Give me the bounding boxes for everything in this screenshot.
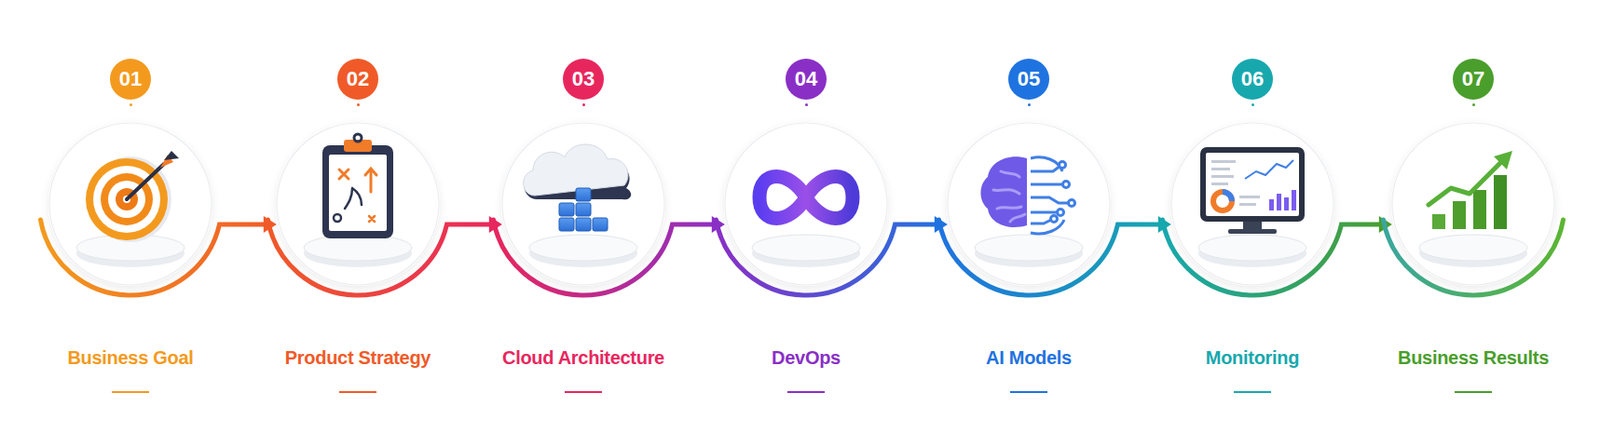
- underline: [787, 391, 825, 394]
- step-node: 05AI Models: [946, 122, 1111, 287]
- step-label: AI Models: [985, 347, 1072, 370]
- ring-outline: [501, 122, 666, 287]
- arc: [1383, 219, 1564, 296]
- step-number: 03: [562, 58, 604, 100]
- connector-dot: [582, 103, 586, 107]
- step-label: Business Results: [1397, 347, 1549, 370]
- connector-dot: [356, 103, 360, 107]
- step-number: 07: [1452, 58, 1494, 100]
- pedestal: [76, 234, 1528, 268]
- step-node: 03Cloud Architecture: [501, 122, 666, 287]
- step-node: 01Business Goal: [48, 122, 213, 287]
- underline: [1454, 391, 1492, 394]
- underline: [564, 391, 602, 394]
- step-label: Monitoring: [1205, 347, 1300, 370]
- connector-dot: [805, 103, 808, 107]
- step-label: DevOps: [771, 347, 841, 370]
- ring-outline: [946, 122, 1111, 287]
- step-node: 04DevOps: [724, 122, 889, 287]
- step-node: 06Monitoring: [1170, 122, 1335, 287]
- underline: [339, 391, 377, 394]
- step-number: 05: [1008, 58, 1050, 100]
- ring-outline: [1391, 122, 1556, 287]
- ring-outline: [1170, 122, 1335, 287]
- step-number: 02: [337, 58, 379, 100]
- target-icon: [85, 150, 179, 243]
- ring-outline: [724, 122, 889, 287]
- infinity-icon: [759, 177, 853, 219]
- step-label: Cloud Architecture: [502, 347, 665, 370]
- step-label: Business Goal: [67, 347, 193, 370]
- brain-icon: [981, 156, 1076, 234]
- step-number: 06: [1231, 58, 1273, 100]
- underline: [1010, 391, 1048, 394]
- step-label: Product Strategy: [285, 347, 431, 370]
- step-number: 04: [785, 58, 827, 100]
- disc: [48, 122, 1556, 287]
- ring-outline: [48, 122, 213, 287]
- connector-dot: [1472, 103, 1476, 107]
- connector-dot: [1027, 103, 1031, 107]
- growth-chart-icon: [1428, 150, 1513, 230]
- underline: [1233, 391, 1272, 394]
- connector-dot: [1251, 103, 1255, 107]
- clipboard-icon: [322, 134, 394, 239]
- step-node: 07Business Results: [1391, 122, 1556, 287]
- underline: [111, 391, 150, 394]
- step-node: 02Product Strategy: [275, 122, 440, 287]
- monitor-icon: [1200, 147, 1305, 234]
- step-number: 01: [109, 58, 151, 100]
- ring-outline: [275, 122, 440, 287]
- connector-dot: [129, 103, 133, 107]
- cloud-icon: [523, 144, 632, 232]
